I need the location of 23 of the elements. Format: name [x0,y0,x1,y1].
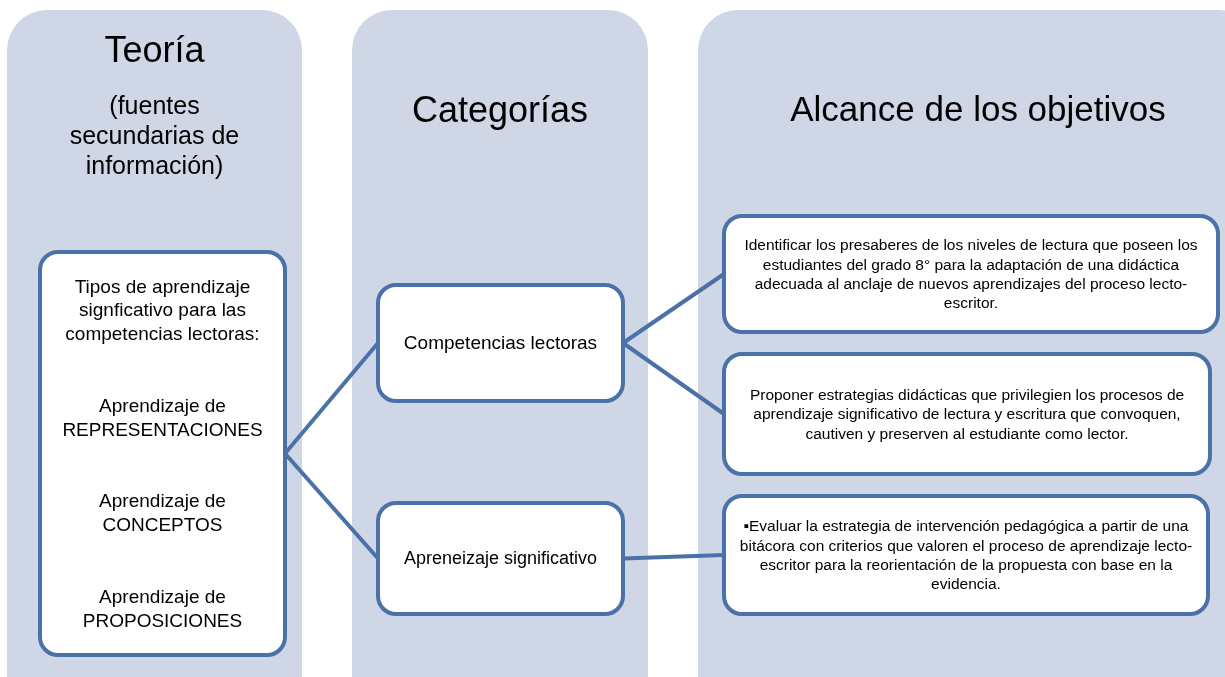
rounded-text-box [722,214,1220,334]
box-text: Identificar los presaberes de los niveles de lectura que poseen los estudiantes del grado 8° para la adaptación de una didáctica adecuada al anclaje de nuevos aprendizajes del proceso lecto-escritor. [743,235,1199,313]
list-item-text: Aprendizaje de REPRESENTACIONES [61,393,264,442]
rounded-text-box [722,352,1212,476]
rounded-text-box [38,250,287,657]
list-item-text: Aprendizaje de CONCEPTOS [98,489,227,537]
box-text: ▪Evaluar la estrategia de intervención pedagógica a partir de una bitácora con criterios que valoren el proceso de aprendizaje lecto-escritor para la reorientación de la propuesta con base en la evidencia. [738,516,1194,594]
box-text: Competencias lectoras [403,331,598,355]
column-heading: Categorías [410,88,590,132]
column-heading: Teoría [103,28,206,72]
rounded-text-box [376,283,625,403]
column-heading: Alcance de los objetivos [789,88,1167,130]
column-panel [7,10,302,677]
rounded-text-box [722,494,1210,616]
list-item-text: Aprendizaje de PROPOSICIONES [81,584,244,633]
intro-text: Tipos de aprendizaje signficativo para las competencias lectoras: [64,274,261,346]
column-panel [352,10,648,677]
box-text: Proponer estrategias didácticas que privilegien los procesos de aprendizaje significativo de lectura y escritura que convoquen, cautiven y preserven al estudiante como lector. [748,384,1186,444]
rounded-text-box [376,501,625,616]
box-text: Apreneizaje significativo [403,547,598,570]
column-subheading: (fuentes secundarias de información) [68,90,241,180]
column-panel [698,10,1225,677]
connector-line [622,553,725,561]
